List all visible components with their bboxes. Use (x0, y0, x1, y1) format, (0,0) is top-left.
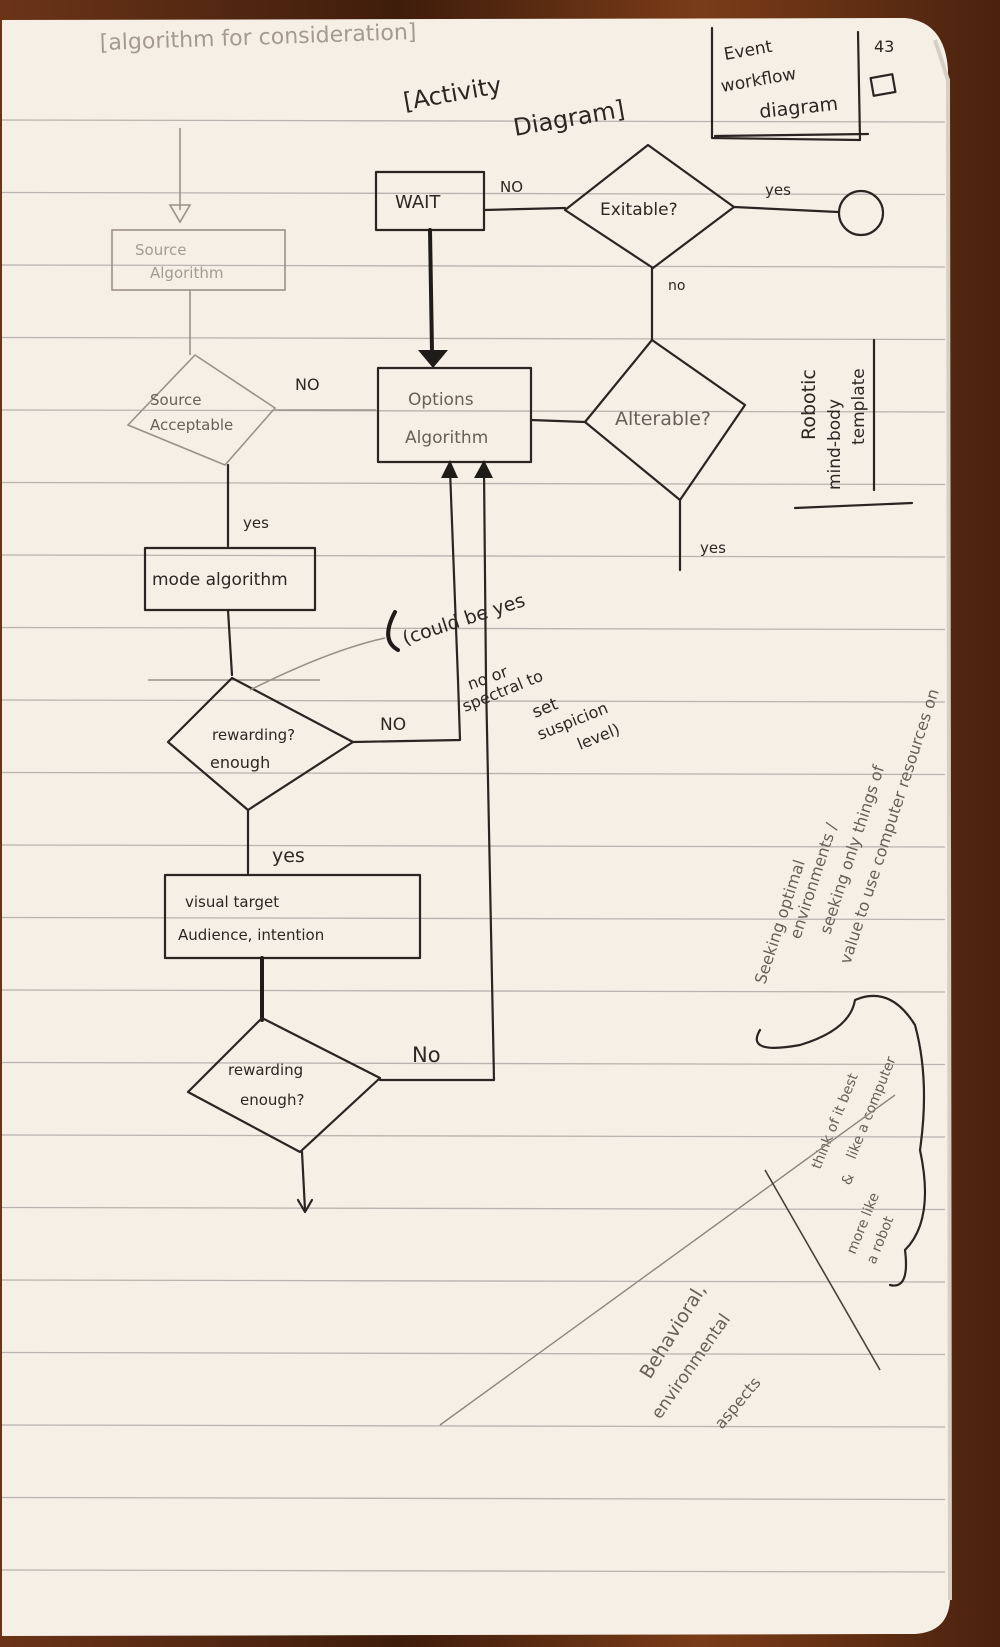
ruled-line (1, 771, 946, 776)
ruled-line (1, 481, 946, 486)
exitable-label: Exitable? (600, 200, 678, 220)
label-no-rewarding2: No (412, 1043, 441, 1067)
ruled-line (1, 264, 946, 268)
ruled-line (1, 989, 946, 993)
page-edge (933, 39, 952, 1601)
rewarding2-no-loop (378, 468, 496, 1082)
ruled-line (1, 119, 946, 123)
arrowhead-icon (168, 204, 192, 224)
ruled-line (1, 626, 946, 631)
mode-algorithm-label: mode algorithm (152, 570, 288, 590)
options-algorithm-box: Options Algorithm (376, 366, 533, 464)
label-no-rewarding1: NO (380, 715, 406, 735)
options-to-alterable-line (529, 418, 587, 424)
rewarding2-line1: rewarding (228, 1061, 303, 1079)
robotic-line1: Robotic (798, 369, 820, 440)
robotic-line3: template (849, 368, 869, 445)
visual-target-box: visual target Audience, intention (163, 873, 422, 960)
rewarding1-no-loop (351, 468, 462, 744)
wait-to-options-arrow (428, 228, 434, 354)
ruled-line (1, 1061, 946, 1066)
rewarding2-line2: enough? (240, 1091, 304, 1109)
label-yes-exit: yes (765, 181, 791, 199)
end-node-icon (837, 189, 885, 237)
exit-arrow (300, 1150, 307, 1212)
source-algorithm-line2: Algorithm (150, 264, 223, 282)
thought-cloud-outline (755, 994, 927, 1287)
ruled-line (1, 844, 946, 848)
ruled-line (1, 336, 946, 341)
checkbox-square (869, 73, 897, 97)
source-acceptable-line2: Acceptable (150, 416, 233, 434)
arrowhead-icon (418, 350, 448, 368)
label-no-wait: NO (500, 178, 523, 196)
ruled-line (1, 554, 946, 558)
arrowhead-icon (441, 460, 458, 478)
rewarding-enough-decision-2: rewarding enough? (186, 1016, 382, 1154)
visual-target-line2: Audience, intention (178, 926, 324, 944)
wait-label: WAIT (395, 192, 441, 213)
ruled-line (1, 1569, 946, 1573)
diagonal-divider (439, 1094, 896, 1426)
ruled-line (1, 699, 946, 703)
source-acceptable-line1: Source (150, 391, 202, 409)
source-algorithm-line1: Source (135, 241, 187, 259)
options-algorithm-line1: Options (408, 390, 474, 410)
label-yes-rewarding1: yes (272, 845, 305, 867)
options-algorithm-line2: Algorithm (405, 428, 488, 448)
label-yes-source: yes (243, 514, 269, 532)
ruled-line (1, 916, 946, 921)
connector (226, 608, 234, 677)
ruled-line (1, 1424, 946, 1428)
visual-target-line1: visual target (185, 893, 279, 911)
robotic-template-note: Robotic mind-body template (793, 338, 914, 510)
ruled-line (1, 1351, 946, 1356)
ruled-line (1, 1134, 946, 1138)
arrowhead-icon (474, 460, 493, 478)
alterable-label: Alterable? (615, 408, 711, 430)
ruled-line (1, 191, 946, 196)
label-no-exit: no (668, 278, 685, 294)
ruled-line (1, 409, 946, 413)
source-algorithm-box: Source Algorithm (111, 229, 286, 291)
robotic-line2: mind-body (825, 399, 845, 490)
source-acceptable-decision: Source Acceptable (126, 353, 277, 466)
exitable-yes-line (732, 205, 840, 214)
ruled-lines (1, 119, 946, 1573)
ruled-line (1, 1496, 946, 1501)
exitable-no-line (482, 206, 567, 212)
ruled-line (1, 1279, 946, 1283)
diagonal-divider-2 (764, 1169, 881, 1371)
notebook-page (2, 18, 950, 1636)
label-yes-alter: yes (700, 539, 726, 557)
rewarding1-line2: enough (210, 753, 270, 772)
label-no-source: NO (295, 375, 320, 394)
mode-algorithm-box: mode algorithm (143, 546, 317, 612)
arrowhead-icon (296, 1198, 314, 1214)
rewarding1-line1: rewarding? (212, 726, 295, 744)
page-number: 43 (874, 37, 894, 56)
